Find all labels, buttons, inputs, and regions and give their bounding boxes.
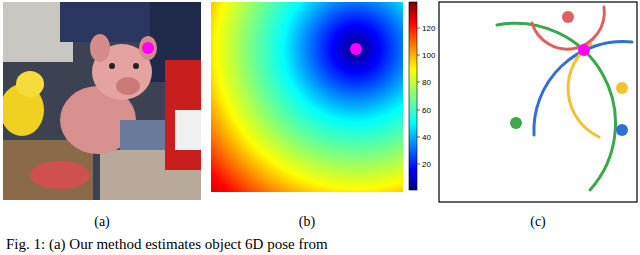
colorbar-tick-label: 120	[422, 24, 435, 33]
colorbar-tick-label: 60	[422, 106, 431, 115]
radius-arcs	[497, 7, 632, 190]
panel-label: (b)	[299, 214, 315, 230]
colorbar-tick-label: 100	[422, 51, 435, 60]
panel-label: (a)	[94, 214, 110, 230]
colorbar-tick-label: 20	[422, 160, 431, 169]
panel-frame	[439, 2, 637, 202]
colorbar-tick-label: 80	[422, 78, 431, 87]
colorbar-tick-label: 40	[422, 133, 431, 142]
colorbar	[409, 2, 417, 190]
distance-heatmap	[211, 2, 403, 192]
colorbar-ticks	[417, 28, 420, 164]
keypoint-dots	[510, 11, 628, 136]
panel-label: (c)	[530, 214, 546, 230]
scene-photo	[3, 2, 201, 200]
figure-caption: Fig. 1: (a) Our method estimates object …	[6, 236, 328, 253]
keypoint-dot	[350, 43, 362, 55]
